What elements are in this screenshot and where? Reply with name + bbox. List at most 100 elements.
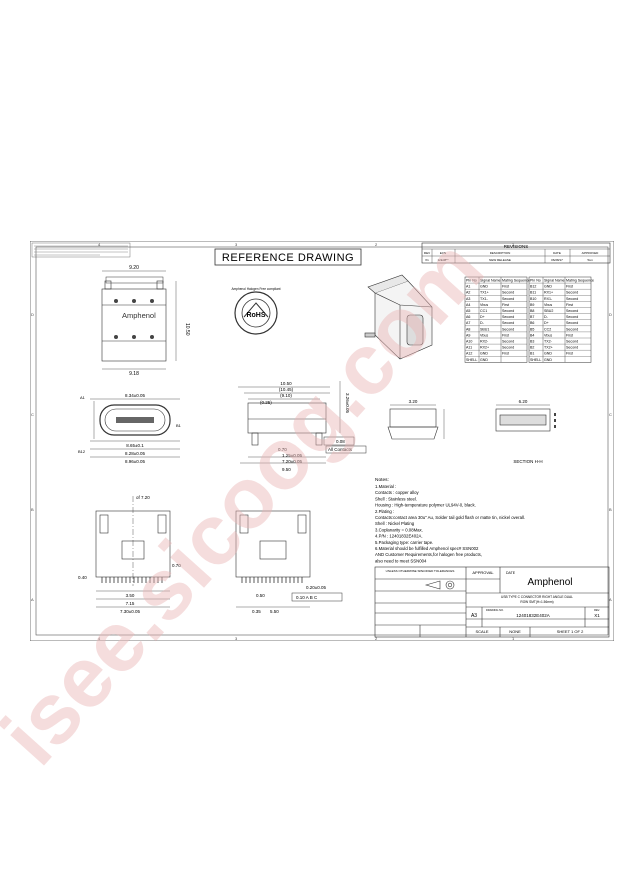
pin-left-cell: GND (480, 285, 488, 289)
rev-col-approved: APPROVED (582, 251, 600, 255)
pin-right-cell: TX2- (544, 340, 553, 344)
dim-top-height: 10.50 (184, 323, 190, 336)
note-line: Housing : High-temperature polymer UL94V… (375, 503, 476, 508)
pin-left-cell: First (502, 333, 509, 337)
pin-left-cell: A10 (466, 340, 472, 344)
svg-text:3: 3 (235, 242, 238, 247)
pin-right-cell: B2 (530, 346, 534, 350)
rev-row-approved: Tom (587, 258, 593, 262)
pin-right-cell: B9 (530, 303, 534, 307)
end-view (387, 404, 445, 440)
note-line: 1.Material : (375, 484, 396, 489)
pin-right-cell: RX1- (544, 297, 553, 301)
reference-banner (214, 248, 362, 266)
pin-right-cell: GND (544, 285, 552, 289)
rohs-ring-text: Amphenol Halogen Free compliant (231, 287, 280, 291)
rev-row-ecn: 12E38** (437, 258, 449, 262)
svg-text:4: 4 (98, 636, 101, 641)
note-line: 4.P/N : 12401832E402A. (375, 534, 423, 539)
dim-side-3: (9.10) (280, 393, 292, 398)
top-view-logo: Amphenol (122, 311, 156, 320)
pin-right-cell: First (566, 285, 573, 289)
dim-bottom2-3: 0.35 (252, 609, 261, 614)
dim-bottom2-1: 0.20±0.05 (306, 585, 326, 590)
svg-text:A: A (31, 597, 34, 602)
scale-value: NONE (509, 629, 521, 634)
svg-text:D: D (31, 312, 34, 317)
pin-right-cell: SBU2 (544, 309, 553, 313)
pin-right-cell: CC2 (544, 327, 551, 331)
dim-bottom-2: 3.50 (126, 593, 135, 598)
pin-right-header: Signal Name (544, 278, 565, 282)
dim-section-width: 6.20 (519, 399, 528, 404)
bottom-view-left (95, 496, 171, 608)
pin-left-cell: A3 (466, 297, 470, 301)
pin-left-cell: SHELL (466, 358, 477, 362)
svg-text:1: 1 (512, 242, 515, 247)
pin-left-cell: GND (480, 358, 488, 362)
note-line: 5.Packaging type: carrier tape. (375, 540, 433, 545)
inner-frame (35, 246, 609, 636)
pin-left-cell: Second (502, 321, 514, 325)
pin-right-cell: Second (566, 297, 578, 301)
date-label: DATE (506, 571, 516, 575)
note-line: 6.Material should be fulfilled Amphenol … (375, 546, 479, 551)
pin-left-cell: A1 (466, 285, 470, 289)
rohs-logo (234, 291, 278, 335)
svg-text:D: D (609, 312, 612, 317)
pin-right-cell: RX1+ (544, 291, 553, 295)
rohs-text: RoHS (246, 312, 265, 319)
dim-side-gdt: 0.08 (336, 439, 345, 444)
pin-right-cell: TX2+ (544, 346, 553, 350)
pin-right-cell: B5 (530, 327, 534, 331)
top-view (101, 270, 177, 370)
svg-text:C: C (31, 412, 34, 417)
reference-label: REFERENCE DRAWING (222, 252, 354, 264)
pin-right-cell: Vbus (544, 303, 552, 307)
note-line: 3.Coplanarity = 0.08Max. (375, 527, 423, 532)
section-view (495, 404, 556, 432)
dim-side-2: (10.45) (279, 387, 294, 392)
rev-row-description: NEW RELEASE (489, 258, 511, 262)
pin-left-cell: GND (480, 352, 488, 356)
note-line: also need to meet SSN004 (375, 558, 427, 563)
pin-right-cell: D- (544, 315, 549, 319)
pin-right-cell: Second (566, 321, 578, 325)
projection-symbol (424, 580, 455, 590)
pin-right-cell: Second (566, 309, 578, 313)
pin-right-cell: B12 (530, 285, 536, 289)
section-label: SECTION H-H (513, 459, 542, 464)
pin-right-cell: GND (544, 352, 552, 356)
pin-left-cell: A12 (466, 352, 472, 356)
dim-front-4: 8.96±0.05 (125, 459, 145, 464)
dim-bottom-4: 7.30±0.05 (120, 609, 140, 614)
pin-left-cell: A2 (466, 291, 470, 295)
pin-left-cell: TX1+ (480, 291, 489, 295)
svg-text:2: 2 (375, 636, 378, 641)
front-label-b1: B1 (176, 423, 182, 428)
pin-left-cell: D+ (480, 315, 485, 319)
title-block (374, 566, 610, 638)
svg-text:B: B (609, 507, 612, 512)
dim-side-7: 7.20±0.05 (282, 459, 302, 464)
pin-right-cell: Second (566, 340, 578, 344)
pin-right-cell: GND (544, 358, 552, 362)
title-line-2: ROW SMT(H=1.56mm) (520, 600, 553, 604)
dim-top-bottom-width: 9.18 (129, 371, 139, 377)
dim-top-width: 9.20 (129, 265, 139, 271)
pin-left-cell: Second (502, 291, 514, 295)
pin-left-header: Pin No (466, 278, 477, 282)
rev-col-ecn: ECN (440, 251, 446, 255)
dim-side-1: 10.50 (280, 381, 292, 386)
company-name: Amphenol (527, 577, 572, 588)
note-line: Shell : Stainless steel. (375, 496, 417, 501)
pin-right-cell: D+ (544, 321, 549, 325)
dim-front-2: 8.65±0.1 (126, 443, 144, 448)
pin-left-cell: A8 (466, 327, 470, 331)
pin-left-cell: A7 (466, 321, 470, 325)
proprietary-note-lines (34, 245, 128, 256)
pin-left-cell: Second (502, 340, 514, 344)
pin-left-cell: CC1 (480, 309, 487, 313)
